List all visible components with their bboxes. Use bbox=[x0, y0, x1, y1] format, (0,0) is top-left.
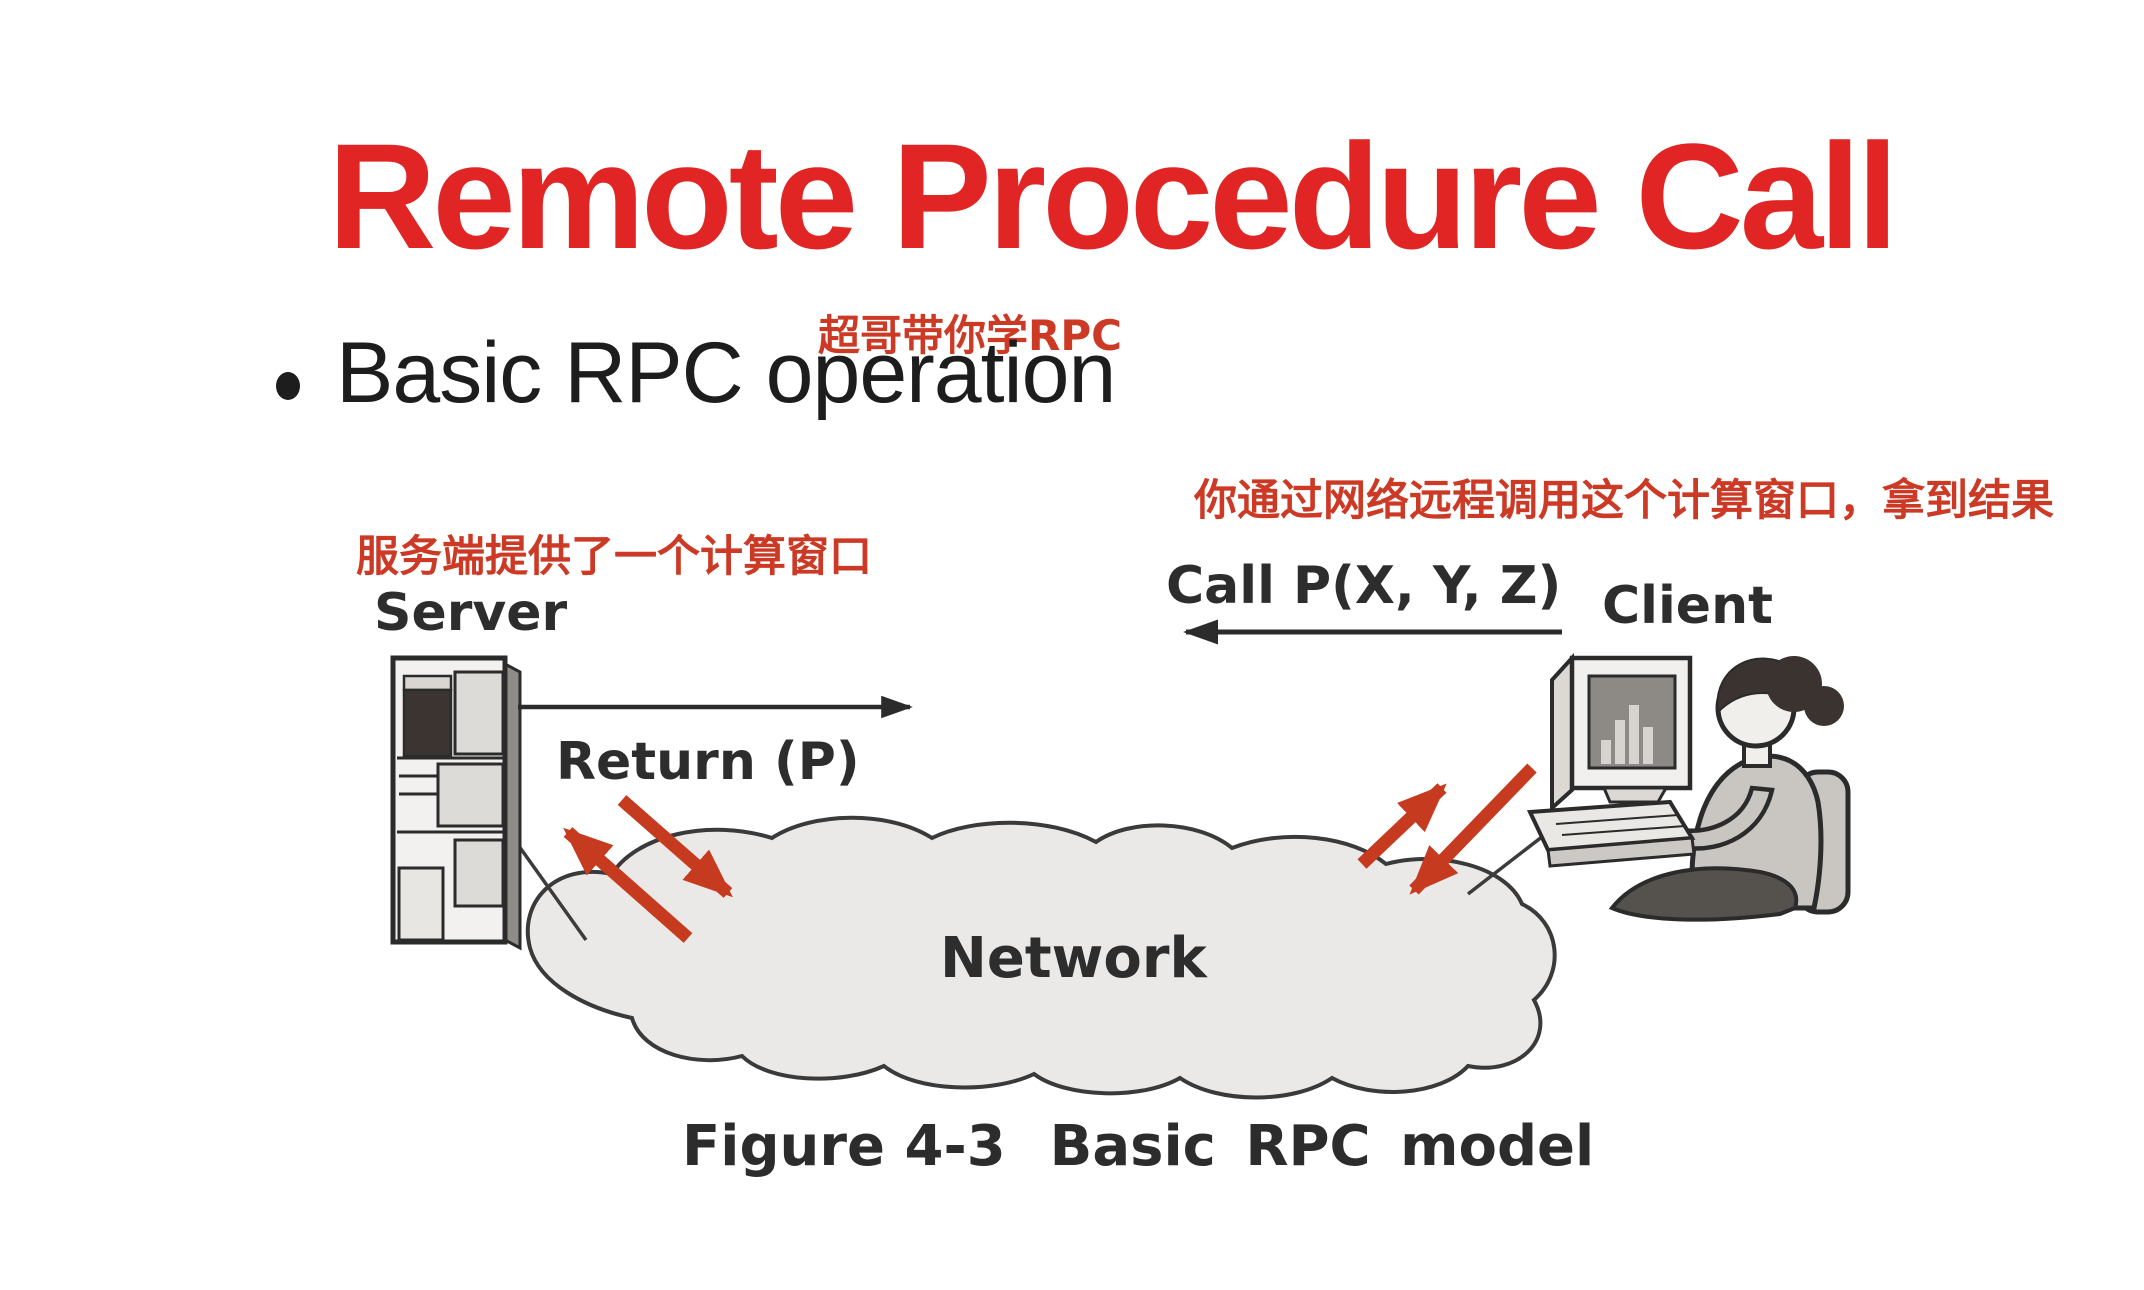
server-network-link-line bbox=[514, 840, 588, 942]
watermark-text: 超哥带你学RPC bbox=[818, 311, 1122, 360]
client-download-red-arrow bbox=[1409, 763, 1537, 895]
slide-title: Remote Procedure Call bbox=[328, 112, 1899, 280]
server-tower-icon bbox=[390, 655, 522, 951]
figure-caption: Figure 4-3 Basic RPC model bbox=[682, 1114, 1594, 1179]
client-upload-red-arrow bbox=[1357, 783, 1447, 869]
call-label: Call P(X, Y, Z) bbox=[1166, 556, 1562, 616]
client-label: Client bbox=[1602, 576, 1773, 636]
server-annotation: 服务端提供了一个计算窗口 bbox=[356, 532, 872, 582]
return-label: Return (P) bbox=[556, 732, 860, 792]
screen-bar-chart-icon bbox=[1601, 705, 1653, 764]
network-label: Network bbox=[940, 926, 1207, 991]
server-upload-red-arrow bbox=[563, 827, 693, 943]
bullet-marker bbox=[276, 372, 300, 400]
figure-caption-title: Basic RPC model bbox=[1049, 1114, 1595, 1179]
client-annotation: 你通过网络远程调用这个计算窗口，拿到结果 bbox=[1194, 476, 2054, 526]
bullet-item-text: Basic RPC operation bbox=[336, 325, 1116, 421]
server-download-red-arrow bbox=[617, 795, 733, 898]
figure-caption-number: Figure 4-3 bbox=[682, 1114, 1006, 1179]
server-label: Server bbox=[374, 583, 568, 643]
client-user-icon bbox=[1526, 652, 1851, 922]
network-cloud bbox=[525, 815, 1557, 1100]
